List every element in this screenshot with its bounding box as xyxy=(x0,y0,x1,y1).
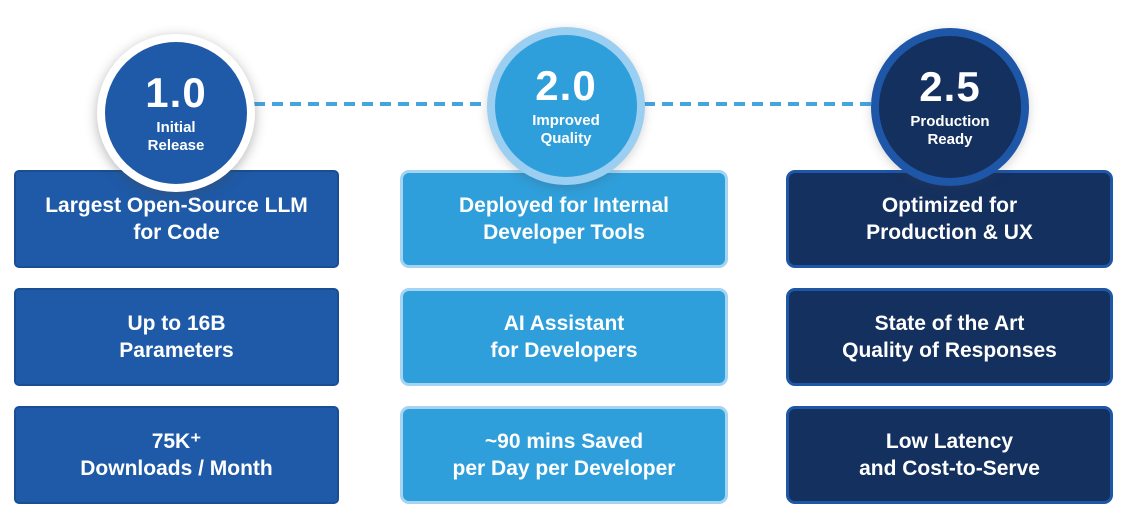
feature-column-v1-0: Largest Open-Source LLM for Code Up to 1… xyxy=(14,170,339,523)
card-text-line: Production & UX xyxy=(866,221,1033,244)
card-text-line: Low Latency xyxy=(885,429,1014,453)
feature-column-v2-0: Deployed for Internal Developer Tools AI… xyxy=(400,170,728,523)
milestone-circle-v2-5: 2.5 Production Ready xyxy=(871,28,1029,186)
feature-card: Low Latency and Cost-to-Serve xyxy=(786,406,1113,504)
milestone-label-line: Ready xyxy=(927,130,973,148)
card-text-line: AI Assistant xyxy=(503,311,625,335)
milestone-circle-v2-0: 2.0 Improved Quality xyxy=(487,27,645,185)
card-text-line: Downloads / Month xyxy=(80,457,273,480)
feature-card-text: Largest Open-Source LLM for Code xyxy=(45,192,308,247)
feature-card: ~90 mins Saved per Day per Developer xyxy=(400,406,728,504)
card-text-line: Developer Tools xyxy=(483,221,645,244)
feature-card: AI Assistant for Developers xyxy=(400,288,728,386)
feature-card: State of the Art Quality of Responses xyxy=(786,288,1113,386)
card-text-line: Quality of Responses xyxy=(842,339,1057,362)
feature-card: 75K⁺ Downloads / Month xyxy=(14,406,339,504)
feature-column-v2-5: Optimized for Production & UX State of t… xyxy=(786,170,1113,523)
card-text-line: 75K⁺ xyxy=(151,429,202,453)
feature-card-text: Optimized for Production & UX xyxy=(866,192,1033,247)
card-text-line: Optimized for xyxy=(881,193,1018,217)
milestone-label-line: Initial xyxy=(156,118,196,136)
card-text-line: Up to 16B xyxy=(127,311,226,335)
milestone-label-line: Quality xyxy=(540,129,592,147)
milestone-circle-v1-0: 1.0 Initial Release xyxy=(97,34,255,192)
feature-card-text: AI Assistant for Developers xyxy=(490,310,637,365)
feature-card-text: Up to 16B Parameters xyxy=(119,310,233,365)
version-number: 1.0 xyxy=(145,68,207,116)
card-text-line: ~90 mins Saved xyxy=(484,429,644,453)
feature-card-text: Deployed for Internal Developer Tools xyxy=(459,192,669,247)
feature-card-text: ~90 mins Saved per Day per Developer xyxy=(453,428,676,483)
feature-card-text: Low Latency and Cost-to-Serve xyxy=(859,428,1040,483)
card-text-line: for Developers xyxy=(490,339,638,362)
milestone-label: Improved Quality xyxy=(532,112,600,148)
version-number: 2.0 xyxy=(535,61,597,109)
card-text-line: per Day per Developer xyxy=(452,457,676,480)
card-text-line: Largest Open-Source LLM xyxy=(45,193,308,217)
milestone-label: Production Ready xyxy=(910,113,989,149)
feature-card: Optimized for Production & UX xyxy=(786,170,1113,268)
milestone-label-line: Improved xyxy=(532,111,600,129)
timeline-connector-2 xyxy=(644,102,874,106)
milestone-label-line: Production xyxy=(910,112,990,130)
timeline-connector-1 xyxy=(254,102,492,106)
card-text-line: Parameters xyxy=(119,339,234,362)
card-text-line: for Code xyxy=(133,221,220,244)
feature-card: Up to 16B Parameters xyxy=(14,288,339,386)
feature-card: Deployed for Internal Developer Tools xyxy=(400,170,728,268)
feature-card-text: State of the Art Quality of Responses xyxy=(842,310,1057,365)
version-number: 2.5 xyxy=(919,62,981,110)
milestone-label: Initial Release xyxy=(148,119,205,155)
feature-card-text: 75K⁺ Downloads / Month xyxy=(80,428,272,483)
card-text-line: Deployed for Internal xyxy=(458,193,670,217)
card-text-line: State of the Art xyxy=(874,311,1025,335)
milestone-label-line: Release xyxy=(147,136,205,154)
card-text-line: and Cost-to-Serve xyxy=(859,457,1040,480)
